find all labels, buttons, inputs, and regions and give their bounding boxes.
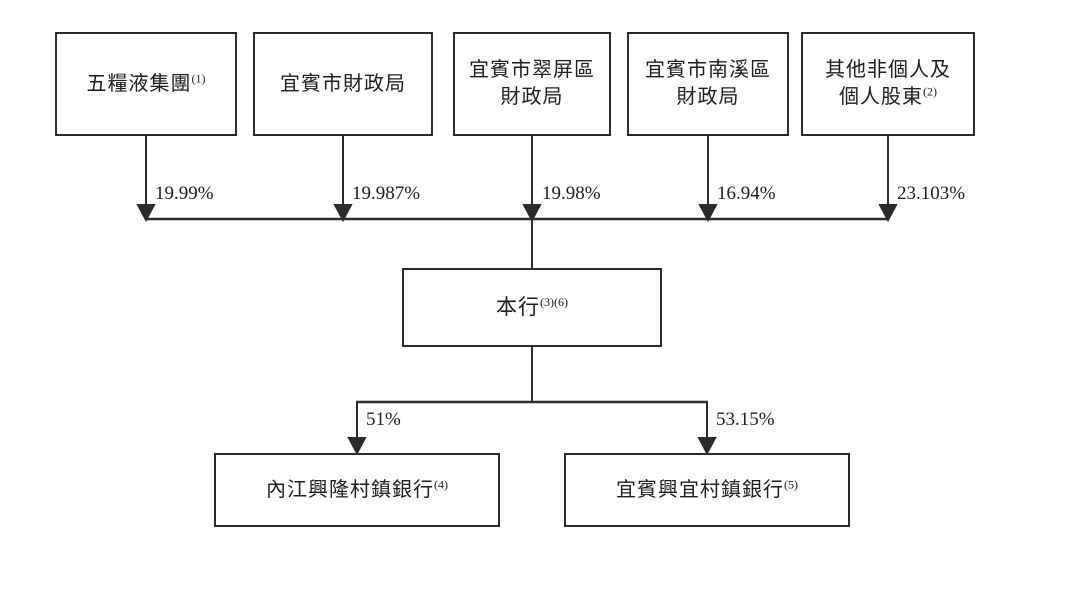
- arrowhead-shareholder-3: [522, 204, 542, 223]
- arrowhead-shareholder-4: [698, 204, 718, 223]
- arrowhead-shareholder-5: [878, 204, 898, 223]
- shareholder-box: 宜賓市南溪區 財政局: [627, 32, 789, 136]
- subsidiary-box: 內江興隆村鎮銀行(4): [214, 453, 500, 527]
- shareholder-name: 宜賓市財政局: [280, 71, 406, 98]
- shareholder-name: 宜賓市南溪區: [645, 57, 771, 84]
- ownership-percentage: 19.99%: [155, 183, 214, 204]
- shareholder-name-line2: 財政局: [677, 84, 740, 111]
- shareholder-name-text: 財政局: [676, 86, 740, 108]
- shareholder-box: 五糧液集團(1): [55, 32, 237, 136]
- shareholder-name-text: 宜賓市財政局: [280, 72, 406, 95]
- shareholder-name-text: 宜賓市南溪區: [645, 59, 771, 81]
- shareholder-box: 宜賓市財政局: [253, 32, 433, 136]
- shareholder-name-line2: 財政局: [501, 84, 564, 111]
- shareholder-name: 宜賓市翠屏區: [469, 57, 595, 84]
- bank-box: 本行(3)(6): [402, 268, 662, 347]
- shareholder-name-text: 宜賓市翠屏區: [469, 59, 595, 81]
- shareholder-name: 五糧液集團(1): [87, 71, 206, 98]
- subsidiary-name: 宜賓興宜村鎮銀行(5): [616, 477, 798, 504]
- ownership-percentage: 19.987%: [352, 183, 421, 204]
- footnote-marker: (5): [784, 476, 798, 491]
- shareholder-name-text: 財政局: [500, 86, 564, 108]
- arrowhead-shareholder-2: [333, 204, 353, 223]
- shareholder-box: 宜賓市翠屏區 財政局: [453, 32, 611, 136]
- ownership-percentage: 51%: [366, 409, 401, 430]
- footnote-marker: (1): [191, 70, 206, 85]
- arrowhead-subsidiary-2: [697, 437, 717, 456]
- footnote-marker: (4): [434, 476, 448, 491]
- arrowhead-subsidiary-1: [347, 437, 367, 456]
- arrowhead-shareholder-1: [136, 204, 156, 223]
- bank-name-text: 本行: [496, 295, 540, 319]
- shareholder-name-line2: 個人股東(2): [839, 84, 937, 111]
- subsidiary-name-text: 內江興隆村鎮銀行: [266, 478, 434, 501]
- shareholder-name-text: 其他非個人及: [825, 59, 951, 81]
- shareholder-box: 其他非個人及 個人股東(2): [801, 32, 975, 136]
- ownership-percentage: 19.98%: [542, 183, 601, 204]
- ownership-percentage: 53.15%: [716, 409, 775, 430]
- subsidiary-box: 宜賓興宜村鎮銀行(5): [564, 453, 850, 527]
- ownership-percentage: 23.103%: [897, 183, 966, 204]
- subsidiary-name-text: 宜賓興宜村鎮銀行: [616, 478, 784, 501]
- subsidiary-name: 內江興隆村鎮銀行(4): [266, 477, 448, 504]
- shareholder-name-text: 個人股東: [839, 86, 923, 108]
- footnote-marker: (3)(6): [540, 295, 568, 309]
- bank-name: 本行(3)(6): [496, 294, 568, 321]
- ownership-percentage: 16.94%: [717, 183, 776, 204]
- shareholder-name-text: 五糧液集團: [86, 72, 192, 95]
- footnote-marker: (2): [923, 84, 937, 99]
- shareholder-name: 其他非個人及: [825, 57, 951, 84]
